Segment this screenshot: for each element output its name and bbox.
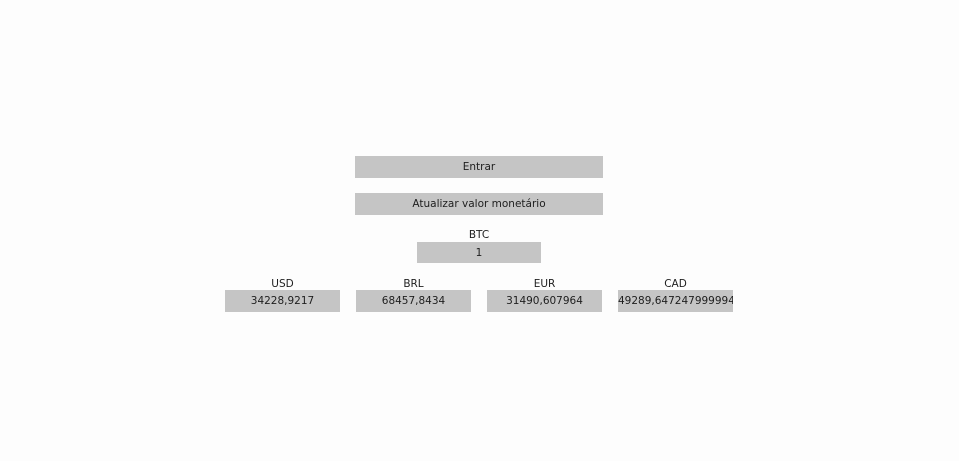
- usd-value-field[interactable]: [225, 290, 340, 312]
- btc-label: BTC: [468, 229, 490, 241]
- update-value-button[interactable]: Atualizar valor monetário: [355, 193, 603, 215]
- cad-label: CAD: [664, 278, 687, 290]
- brl-value-field[interactable]: [356, 290, 471, 312]
- eur-label: EUR: [533, 278, 556, 290]
- btc-input[interactable]: [417, 242, 541, 263]
- eur-value-field[interactable]: [487, 290, 602, 312]
- cad-value-field[interactable]: [618, 290, 733, 312]
- entrar-button[interactable]: Entrar: [355, 156, 603, 178]
- usd-label: USD: [271, 278, 294, 290]
- brl-label: BRL: [403, 278, 424, 290]
